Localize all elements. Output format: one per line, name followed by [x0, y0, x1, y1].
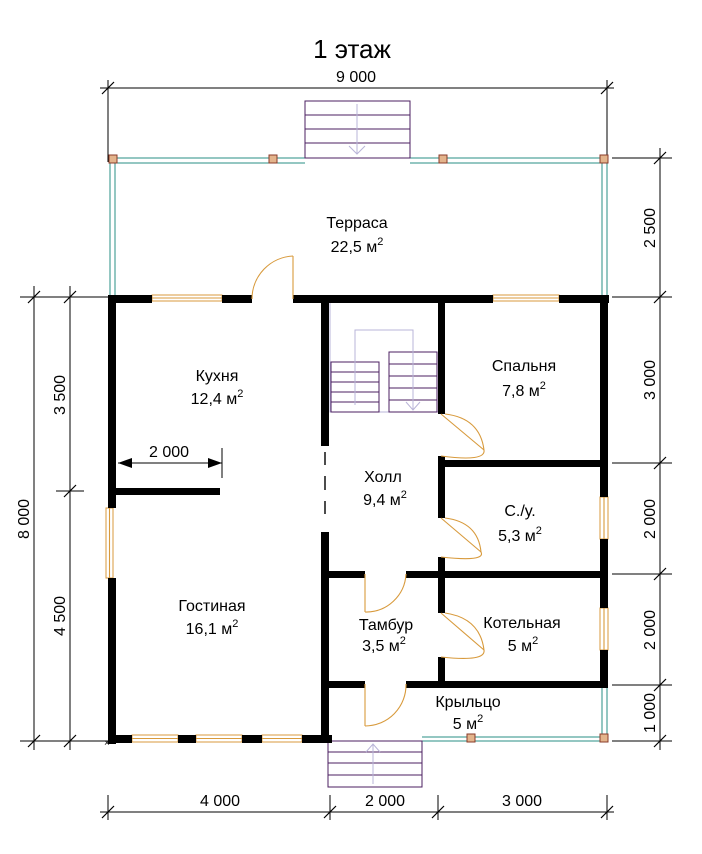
dimension-lines — [20, 80, 672, 820]
room-wc: С./у. 5,3 м2 — [498, 503, 542, 545]
room-name: Гостиная — [178, 598, 245, 615]
room-name: С./у. — [504, 503, 535, 520]
dim-left-part-2: 4 500 — [52, 596, 69, 636]
room-area: 9,4 м2 — [363, 489, 407, 509]
room-area: 5 м2 — [508, 635, 538, 655]
room-name: Холл — [364, 469, 402, 486]
dim-left-total: 8 000 — [16, 499, 33, 539]
room-name: Кухня — [196, 368, 239, 385]
room-boiler: Котельная 5 м2 — [483, 615, 560, 655]
room-name: Котельная — [483, 615, 560, 632]
dim-interior: 2 000 — [149, 444, 189, 461]
room-area: 3,5 м2 — [362, 635, 406, 655]
room-area: 22,5 м2 — [331, 236, 384, 256]
walls — [108, 295, 609, 744]
dim-top-total: 9 000 — [336, 69, 376, 86]
interior-stairs — [329, 301, 441, 413]
dim-left-part-1: 3 500 — [52, 375, 69, 415]
dim-bottom-2: 2 000 — [365, 793, 405, 810]
dim-right-5: 1 000 — [642, 693, 659, 733]
dim-right-2: 3 000 — [642, 360, 659, 400]
room-area: 5 м2 — [453, 713, 483, 733]
room-area: 5,3 м2 — [498, 525, 542, 545]
dim-bottom-3: 3 000 — [502, 793, 542, 810]
room-terrace: Терраса 22,5 м2 — [326, 215, 387, 256]
room-name: Крыльцо — [435, 694, 500, 711]
room-hall: Холл 9,4 м2 — [363, 469, 407, 509]
room-vestibule: Тамбур 3,5 м2 — [359, 617, 413, 655]
room-kitchen: Кухня 12,4 м2 — [191, 368, 244, 408]
room-name: Терраса — [326, 215, 387, 232]
doors — [251, 255, 485, 727]
room-area: 7,8 м2 — [502, 380, 546, 400]
room-living: Гостиная 16,1 м2 — [178, 598, 245, 638]
room-area: 16,1 м2 — [186, 618, 239, 638]
corner-mark: × — [104, 738, 110, 749]
terrace-stairs — [304, 100, 411, 159]
room-name: Тамбур — [359, 617, 413, 634]
dim-right-1: 2 500 — [642, 208, 659, 248]
room-area: 12,4 м2 — [191, 388, 244, 408]
floor-title: 1 этаж — [313, 34, 391, 64]
room-bedroom: Спальня 7,8 м2 — [492, 358, 556, 400]
dim-right-3: 2 000 — [642, 499, 659, 539]
dim-right-4: 2 000 — [642, 610, 659, 650]
room-name: Спальня — [492, 358, 556, 375]
railing-posts — [108, 154, 609, 743]
room-porch: Крыльцо 5 м2 — [435, 694, 500, 733]
dim-bottom-1: 4 000 — [200, 793, 240, 810]
porch-stairs — [327, 740, 423, 788]
